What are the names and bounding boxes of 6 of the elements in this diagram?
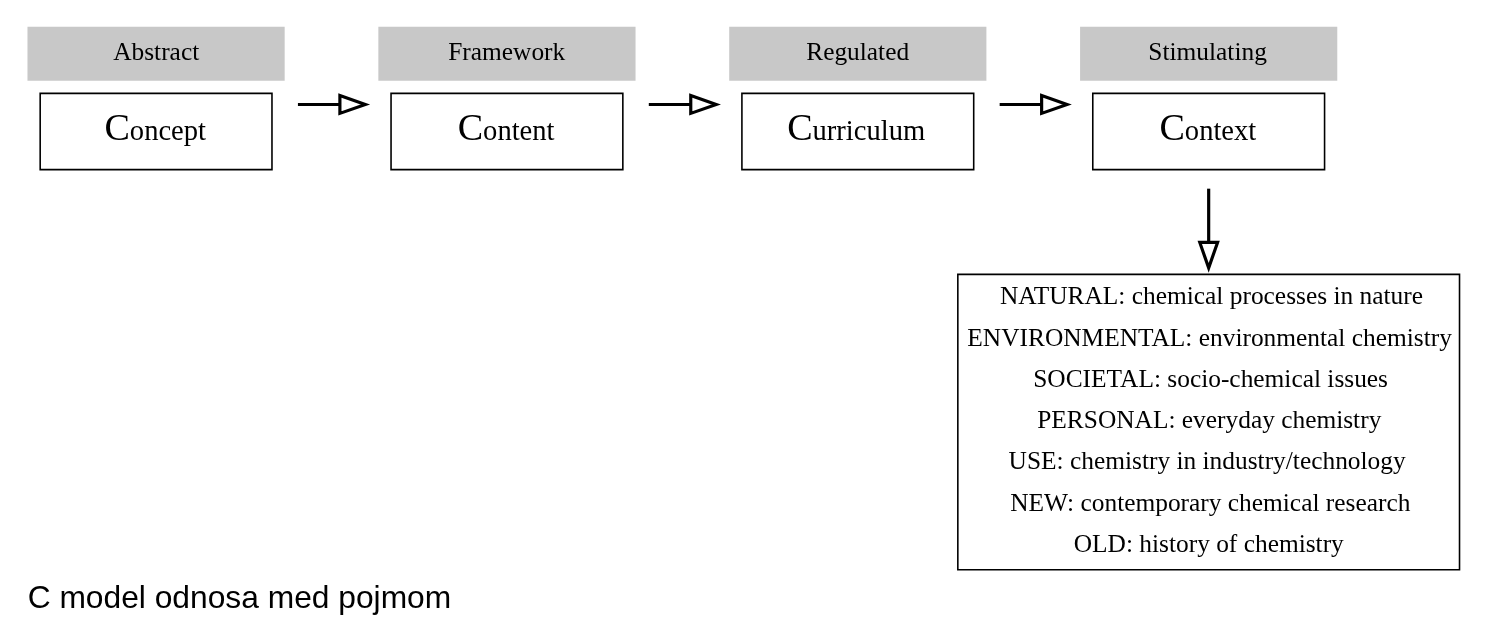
arrow — [297, 93, 371, 116]
arrow — [648, 93, 721, 116]
arrow — [1197, 188, 1220, 273]
arrow — [999, 93, 1072, 116]
node-box: NATURAL: chemical processes in nature ENVIRONMENTAL: environmental chemistry SOCIETAL: socio-chemical issues PERSONAL: everyday chemistry USE: chemistry in industry/technology NEW: contemporary chemical research OLD: history of chemistry — [957, 273, 1461, 571]
caption: C model odnosa med pojmom — [27, 578, 452, 615]
